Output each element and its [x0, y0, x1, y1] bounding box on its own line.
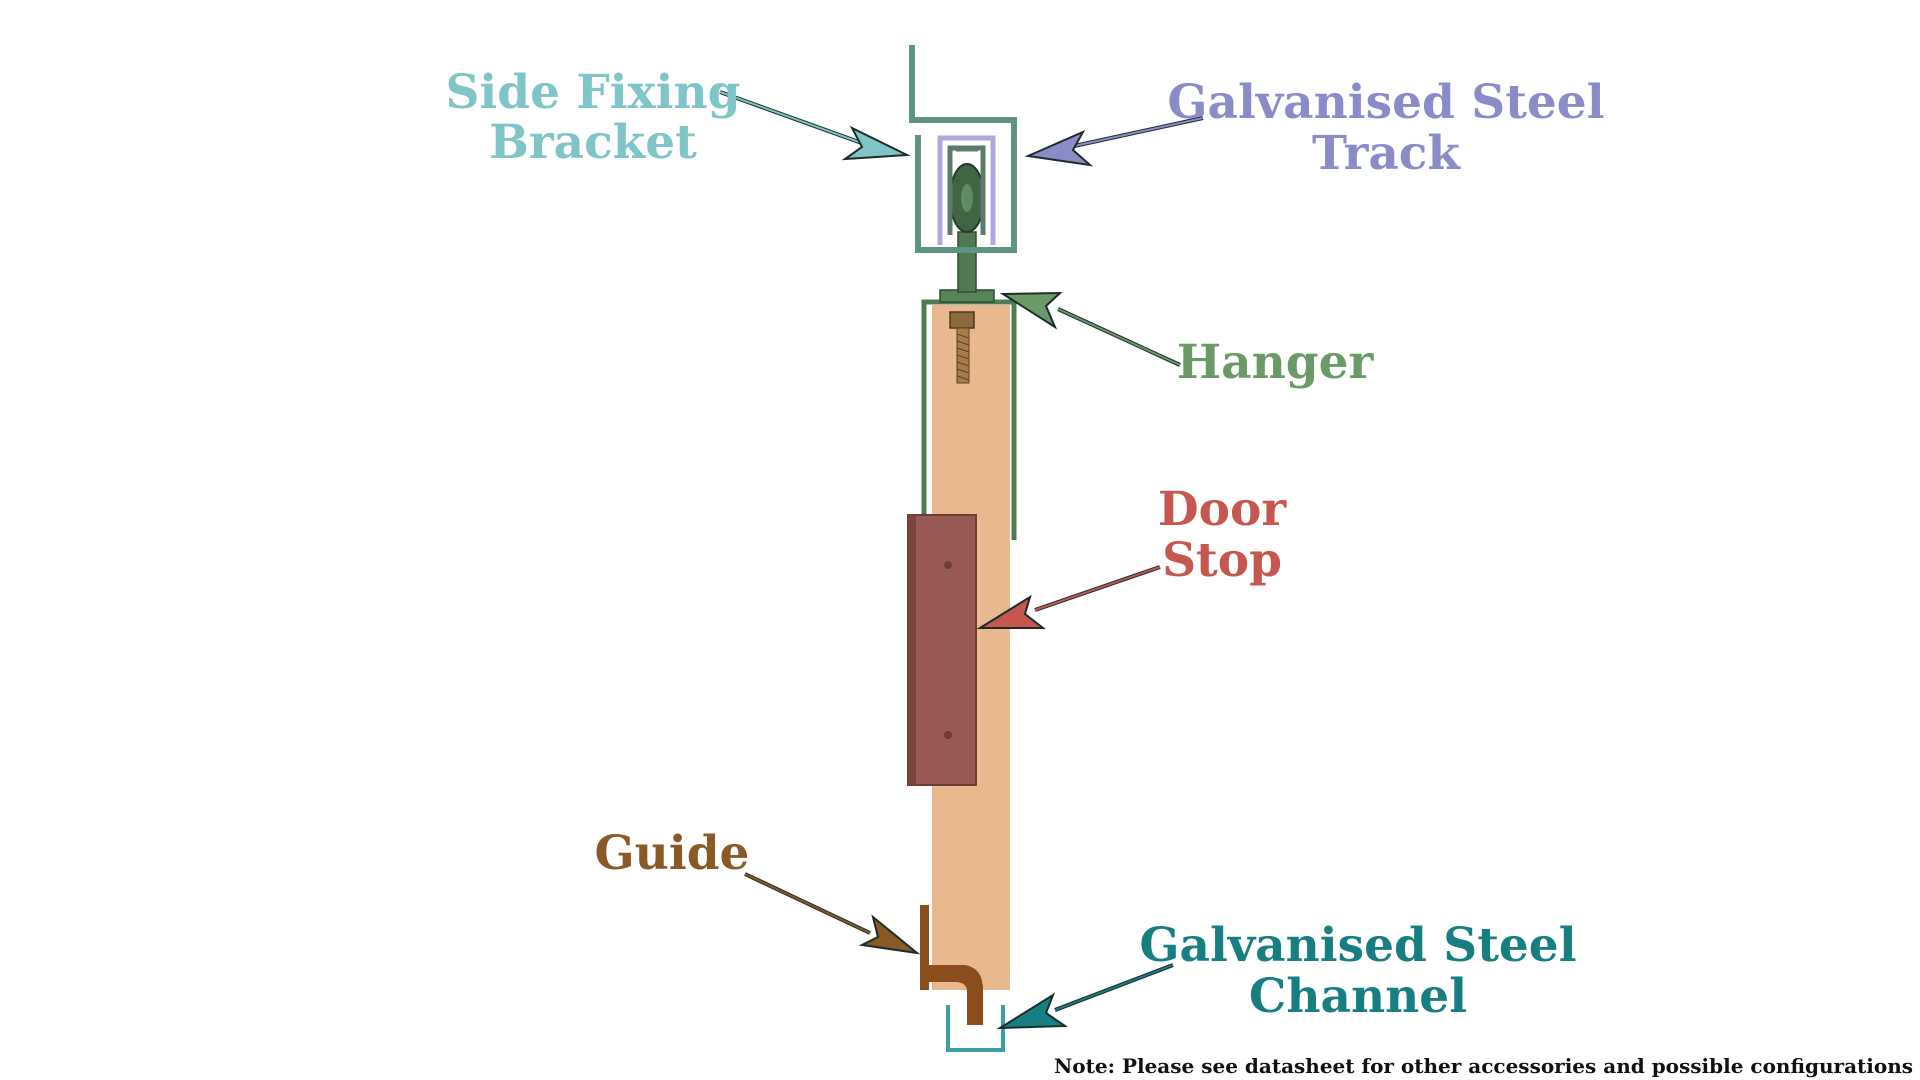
door-stop — [907, 514, 977, 786]
label-track-line1: Galvanised Steel — [1167, 75, 1604, 130]
label-side-fixing-bracket-line1: Side Fixing — [445, 65, 740, 120]
label-guide: Guide — [595, 826, 750, 881]
label-channel-line1: Galvanised Steel — [1139, 918, 1576, 973]
label-hanger-line1: Hanger — [1177, 335, 1375, 390]
label-channel: Galvanised Steel Channel — [1139, 918, 1576, 1024]
arrow-track — [1024, 129, 1094, 167]
door-stop-edge — [908, 515, 916, 785]
hanger-bolt — [949, 311, 975, 384]
arrow-hanger — [999, 291, 1063, 330]
hanger-wheel-hub — [961, 184, 973, 212]
leader-arrows — [719, 90, 1204, 1030]
steel-track — [937, 135, 996, 245]
arrow-channel — [996, 992, 1069, 1030]
label-track-line2: Track — [1312, 126, 1461, 181]
hanger-stem — [957, 231, 977, 293]
footnote: Note: Please see datasheet for other acc… — [1054, 1054, 1913, 1078]
label-channel-line2: Channel — [1249, 969, 1467, 1024]
guide-plate — [920, 905, 929, 990]
label-side-fixing-bracket-line2: Bracket — [489, 115, 697, 170]
door-stop-screw-top — [944, 561, 952, 569]
label-guide-line1: Guide — [595, 826, 750, 881]
door-stop-screw-bottom — [944, 731, 952, 739]
arrow-door-stop — [976, 594, 1046, 629]
label-door-stop: Door Stop — [1158, 482, 1287, 588]
arrow-guide — [858, 914, 921, 955]
arrow-side-fixing-bracket — [841, 125, 911, 161]
label-hanger: Hanger — [1177, 335, 1375, 390]
label-track: Galvanised Steel Track — [1167, 75, 1604, 181]
door-assembly — [907, 45, 1017, 1052]
steel-track-inner — [947, 145, 986, 235]
label-door-stop-line1: Door — [1158, 482, 1287, 537]
label-side-fixing-bracket: Side Fixing Bracket — [445, 65, 740, 170]
guide-finger — [929, 965, 983, 1025]
label-door-stop-line2: Stop — [1162, 533, 1282, 588]
side-fixing-bracket — [909, 45, 1017, 253]
